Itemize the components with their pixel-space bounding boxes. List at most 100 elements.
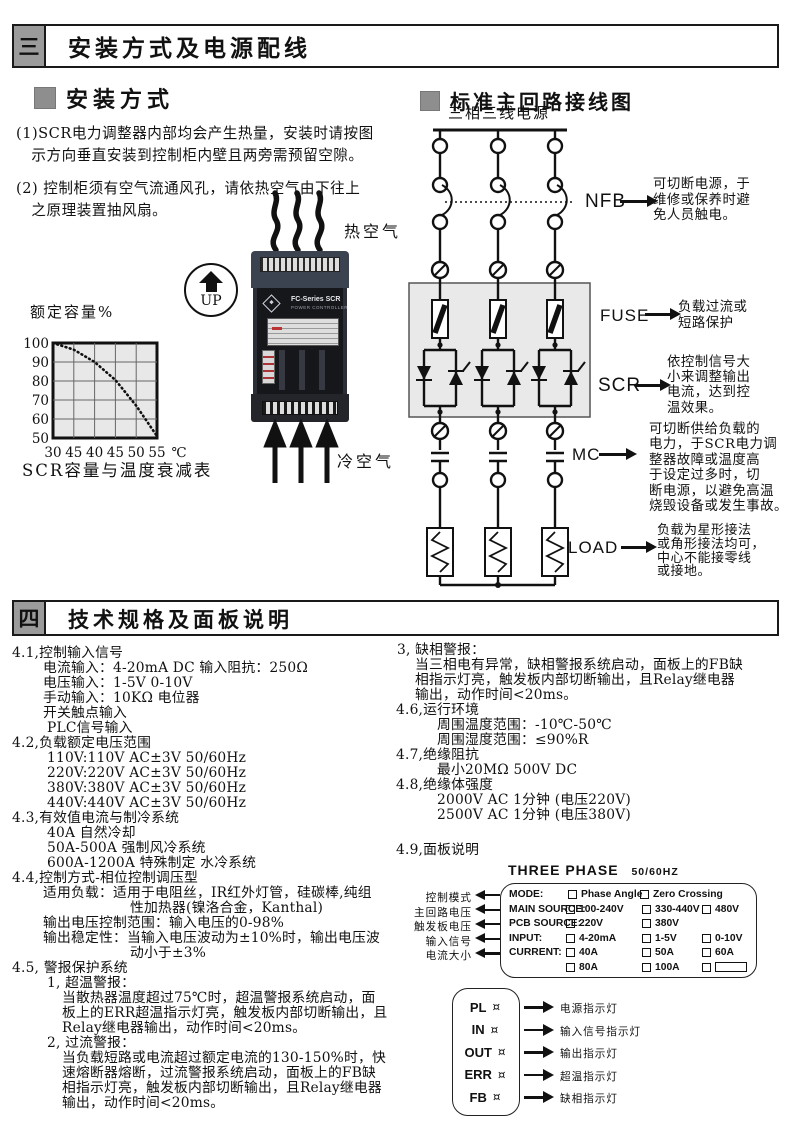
spec-line: 3, 缺相警报： xyxy=(397,642,486,658)
spec-line: 4.9,面板说明 xyxy=(396,842,480,858)
panel-field-label: CURRENT: xyxy=(509,947,562,959)
lamp-icon: ¤ xyxy=(497,1067,506,1082)
chart-caption: SCR容量与温度衰减表 xyxy=(22,461,213,480)
device-led-strip xyxy=(262,350,275,384)
spec-line: 输出电压控制范围：输入电压的0-98% xyxy=(43,915,285,931)
indicator-arrow-icon xyxy=(524,1069,554,1080)
checkbox-icon xyxy=(566,904,575,914)
svg-text:40: 40 xyxy=(86,445,103,461)
spec-line: 动小于±3% xyxy=(130,945,207,961)
spec-line: 输出，动作时间<20ms。 xyxy=(62,1095,225,1111)
nfb-label: NFB xyxy=(585,191,626,212)
mc-arrow-icon xyxy=(599,448,637,459)
device-brand: FC-Series SCR xyxy=(291,296,341,303)
checkbox-icon xyxy=(702,948,711,958)
panel-checkbox-box xyxy=(500,883,757,978)
checkbox-icon xyxy=(566,948,575,958)
spec-line: 周围温度范围：-10℃-50℃ xyxy=(437,717,612,733)
checkbox-icon xyxy=(642,919,651,929)
spec-line: 电压输入：1-5V 0-10V xyxy=(43,675,193,691)
spec-line: PLC信号输入 xyxy=(47,720,133,736)
checkbox-icon xyxy=(566,963,575,972)
panel-option: 4-20mA xyxy=(566,933,616,944)
lamp-icon: ¤ xyxy=(497,1045,506,1059)
gray-square-icon xyxy=(420,90,440,111)
panel-option: Phase Angle xyxy=(568,889,642,900)
three-phase-source-label: 三相三线电源 xyxy=(448,104,551,122)
checkbox-icon xyxy=(702,904,711,914)
svg-text:45: 45 xyxy=(107,445,124,461)
indicator-label: OUT xyxy=(464,1044,492,1060)
indicator-label: ERR xyxy=(464,1067,492,1082)
spec-line: 110V:110V AC±3V 50/60Hz xyxy=(47,750,247,766)
device-bottom-heatsink xyxy=(251,394,349,422)
panel-row: 80A 100A xyxy=(500,962,755,975)
load-arrow-icon xyxy=(621,541,657,552)
device-terminals xyxy=(279,350,337,390)
install-subheading: 安装方式 xyxy=(34,82,174,114)
install-paragraph-1: (1)SCR电力调整器内部均会产生热量，安装时请按图 示方向垂直安装到控制柜内壁… xyxy=(16,125,374,164)
spec-line: 440V:440V AC±3V 50/60Hz xyxy=(47,795,247,811)
panel-title: THREE PHASE 50/60HZ xyxy=(508,862,679,878)
fuse-arrow-icon xyxy=(645,308,681,319)
device-top-heatsink xyxy=(251,251,349,288)
panel-left-arrow-icon xyxy=(475,918,500,930)
svg-text:55: 55 xyxy=(148,445,165,461)
gray-square-icon xyxy=(34,87,56,109)
checkbox-icon xyxy=(642,933,651,943)
panel-option xyxy=(702,962,747,972)
spec-line: 4.2,负载额定电压范围 xyxy=(12,735,152,751)
panel-option: 100A xyxy=(642,962,680,973)
svg-text:90: 90 xyxy=(32,355,49,371)
spec-line: 4.5, 警报保护系统 xyxy=(12,960,128,976)
svg-text:100: 100 xyxy=(23,336,49,352)
panel-option: 1-5V xyxy=(642,933,677,944)
spec-line: 600A-1200A 特殊制定 水冷系统 xyxy=(47,855,257,871)
panel-frequency: 50/60HZ xyxy=(631,866,679,878)
spec-line: 220V:220V AC±3V 50/60Hz xyxy=(47,765,247,781)
checkbox-icon xyxy=(702,962,711,972)
svg-text:30: 30 xyxy=(44,445,61,461)
svg-text:℃: ℃ xyxy=(171,445,186,461)
section4-title: 技术规格及面板说明 xyxy=(68,607,293,632)
indicator-arrow-icon xyxy=(524,1091,554,1102)
scr-label: SCR xyxy=(598,375,642,396)
section3-header: 三 安装方式及电源配线 xyxy=(12,24,779,68)
indicator-description: 电源指示灯 xyxy=(560,1003,618,1015)
hot-air-waves-icon xyxy=(270,190,325,253)
scr-arrow-icon xyxy=(635,379,671,390)
indicator-arrow-icon xyxy=(524,1024,554,1035)
panel-left-arrow-icon xyxy=(475,889,500,901)
spec-line: 2500V AC 1分钟 (电压380V) xyxy=(437,807,631,823)
indicator-arrow-icon xyxy=(524,1001,554,1012)
lamp-icon: ¤ xyxy=(490,1022,499,1037)
spec-line: 1, 超温警报： xyxy=(47,975,136,991)
spec-line: 当三相电有异常，缺相警报系统启动，面板上的FB缺 xyxy=(415,657,744,673)
svg-text:50: 50 xyxy=(32,431,49,447)
mc-annotation: 可切断供给负载的 电力，于SCR电力调 整器故障或温度高 于设定过多时，切 断电… xyxy=(649,422,788,515)
section3-title: 安装方式及电源配线 xyxy=(68,35,311,62)
panel-chinese-label: 输入信号 xyxy=(425,935,472,948)
checkbox-icon xyxy=(566,919,575,929)
panel-option: 100-240V xyxy=(566,904,624,915)
checkbox-icon xyxy=(642,904,651,914)
spec-line: 输出稳定性：当输入电压波动为±10%时，输出电压波 xyxy=(43,930,380,946)
panel-option: 380V xyxy=(642,918,679,929)
panel-option: 80A xyxy=(566,962,598,973)
install-paragraph-2: (2) 控制柜须有空气流通风孔，请依热空气由下往上 之原理装置抽风扇。 xyxy=(16,180,361,219)
indicator-description: 缺相指示灯 xyxy=(560,1093,618,1105)
cold-air-arrows-icon xyxy=(263,418,339,483)
svg-text:45: 45 xyxy=(65,445,82,461)
hot-air-label: 热空气 xyxy=(344,222,402,241)
panel-chinese-label: 触发板电压 xyxy=(414,921,472,934)
wiring-subheading-text: 标准主回路接线图 xyxy=(450,90,634,114)
wiring-subheading: 标准主回路接线图 xyxy=(420,86,634,115)
spec-line: 4.8,绝缘体强度 xyxy=(396,777,494,793)
device-spec-label xyxy=(267,318,339,346)
section3-number: 三 xyxy=(14,26,46,66)
